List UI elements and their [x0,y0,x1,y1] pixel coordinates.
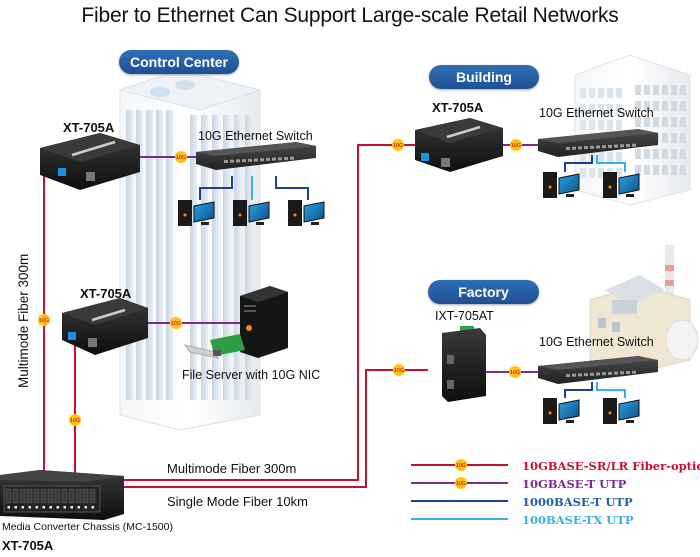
pill-factory: Factory [428,280,539,304]
switches [196,129,658,384]
workstation-pc [543,172,580,198]
legend-label-10gbase-t: 10GBASE-T UTP [522,477,627,491]
legend-10g-badge: 10G [455,459,467,471]
workstation-pc [178,200,215,226]
svg-text:10G: 10G [70,418,80,424]
10g-badge: 10G [392,139,404,151]
legend: 10G 10G [411,459,508,520]
file-server [240,286,288,358]
legend-10g-badge: 10G [455,477,467,489]
10g-badge: 10G [510,139,522,151]
svg-text:10G: 10G [511,143,521,149]
switch-building [538,129,658,157]
pill-control-center: Control Center [119,50,239,74]
svg-text:10G: 10G [176,155,186,161]
svg-text:10G: 10G [510,370,520,376]
switch-factory [538,356,658,384]
workstation-pc [543,398,580,424]
factory-building [589,245,699,373]
converter-cc-top [40,133,140,190]
10g-badge: 10G [170,317,182,329]
legend-label-100base-tx: 100BASE-TX UTP [522,513,634,527]
legend-label-1000base-t: 1000BASE-T UTP [522,495,633,509]
workstation-pc [288,200,325,226]
label-multimode-fiber: Multimode Fiber 300m [167,461,297,476]
legend-label-fiber: 10GBASE-SR/LR Fiber-optic [522,459,700,473]
workstations [178,172,640,424]
label-factory-switch: 10G Ethernet Switch [539,335,654,349]
pill-building: Building [429,65,539,89]
fiber-link-top-converter [35,166,52,489]
10g-badge: 10G [393,364,405,376]
label-chassis: Media Converter Chassis (MC-1500) [2,521,173,533]
10g-badge: 10G [69,414,81,426]
label-factory-converter: IXT-705AT [435,309,494,323]
label-building-switch: 10G Ethernet Switch [539,106,654,120]
switch-control-center [196,142,316,170]
svg-text:10G: 10G [394,368,404,374]
converter-factory-industrial [442,326,486,402]
label-cc-switch: 10G Ethernet Switch [198,129,313,143]
label-chassis-model: XT-705A [2,538,54,553]
fiber-link-building [122,144,415,481]
label-singlemode-fiber: Single Mode Fiber 10km [167,494,308,509]
10g-badge: 10G [38,314,50,326]
svg-text:10G: 10G [39,318,49,324]
nic-card [183,334,245,359]
vertical-fiber-label: Multimode Fiber 300m [16,254,31,388]
svg-text:10G: 10G [393,143,403,149]
badges: 10G 10G 10G 10G 10G 10G 10G 10G [38,139,522,426]
label-building-converter: XT-705A [432,100,484,115]
svg-text:10G: 10G [456,481,466,487]
workstation-pc [603,398,640,424]
converter-cc-mid [62,298,148,355]
label-cc-top-converter: XT-705A [63,120,115,135]
svg-text:10G: 10G [456,463,466,469]
10g-badge: 10G [509,366,521,378]
workstation-pc [233,200,270,226]
svg-text:10G: 10G [171,321,181,327]
diagram-title: Fiber to Ethernet Can Support Large-scal… [81,4,619,27]
workstation-pc [603,172,640,198]
label-cc-mid-converter: XT-705A [80,286,132,301]
converter-building [415,118,503,172]
10g-badge: 10G [175,151,187,163]
media-converter-chassis [0,470,124,520]
label-file-server: File Server with 10G NIC [182,368,321,382]
